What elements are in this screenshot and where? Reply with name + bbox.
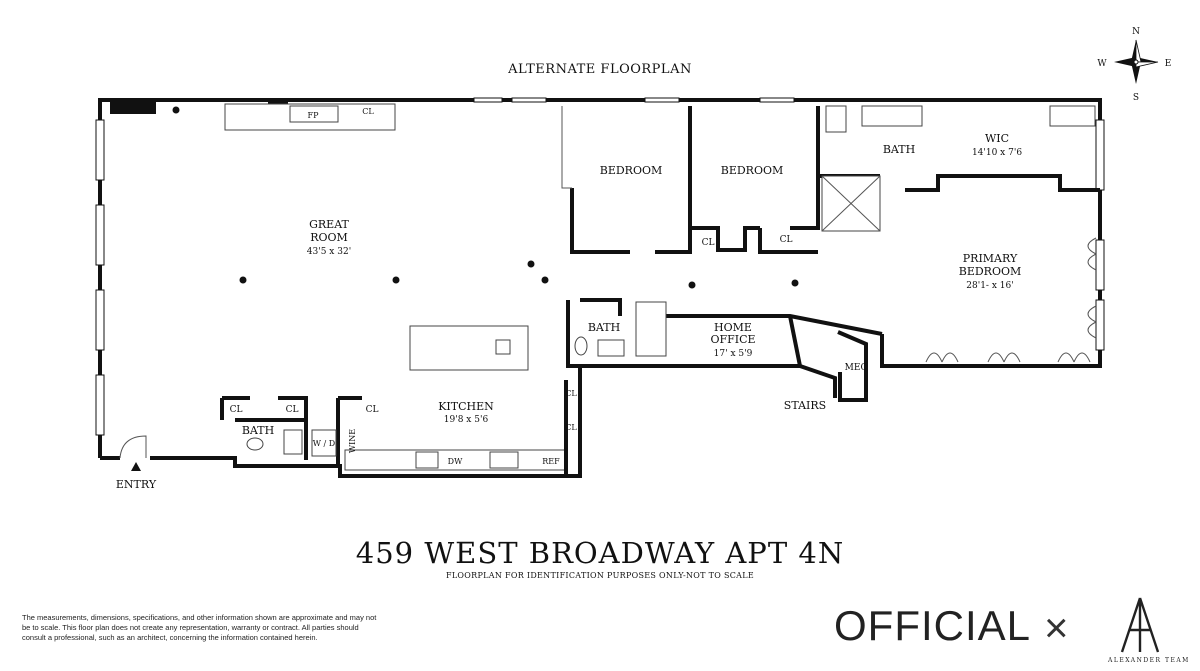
compass-icon: N S E W: [1097, 27, 1171, 103]
cl-label-l1: CL: [230, 405, 243, 415]
great-room-dims: 43'5 x 32': [307, 247, 351, 257]
wic-dims: 14'10 x 7'6: [972, 148, 1022, 158]
primary-bedroom-dims: 28'1- x 16': [966, 281, 1013, 291]
dw-label: DW: [448, 457, 463, 466]
kitchen-label: KITCHEN: [438, 400, 494, 413]
exterior-wall-lower: [100, 364, 837, 478]
exterior-wall: [98, 98, 1102, 458]
home-office-label-2: OFFICE: [710, 333, 755, 346]
bath-top-label: BATH: [883, 143, 915, 156]
cl-label-bed2: CL: [780, 235, 793, 245]
bedroom-2-label: BEDROOM: [721, 164, 784, 177]
bath-low-label: BATH: [242, 424, 274, 437]
brand-official: OFFICIAL: [834, 602, 1032, 649]
kitchen-dims: 19'8 x 5'6: [444, 415, 489, 425]
home-office-dims: 17' x 5'9: [714, 349, 753, 359]
columns: [172, 106, 799, 289]
bath-mid-label: BATH: [588, 321, 620, 334]
primary-bedroom-label-2: BEDROOM: [959, 265, 1022, 278]
compass-e: E: [1165, 59, 1172, 69]
wic-label: WIC: [985, 132, 1009, 145]
logo-name: ALEXANDER TEAM: [1108, 657, 1190, 664]
plan-title: ALTERNATE FLOORPLAN: [508, 62, 692, 77]
fp-label: FP: [308, 111, 320, 120]
cl-label-bed1: CL: [702, 238, 715, 248]
wine-label: WINE: [348, 429, 357, 453]
brand-separator: ×: [1044, 604, 1069, 651]
cl-label-l2: CL: [286, 405, 299, 415]
scale-note: FLOORPLAN FOR IDENTIFICATION PURPOSES ON…: [445, 571, 755, 580]
cl-label-k1: CL: [565, 389, 577, 398]
alexander-team-logo-icon: [1120, 597, 1160, 653]
mec-label: MEC: [845, 363, 868, 373]
home-office-label-1: HOME: [714, 321, 752, 334]
compass-s: S: [1133, 93, 1139, 103]
compass-w: W: [1097, 59, 1107, 69]
cl-label-top: CL: [362, 107, 374, 116]
primary-bedroom-label-1: PRIMARY: [963, 252, 1018, 265]
cl-label-k2: CL: [565, 423, 577, 432]
windows: [95, 97, 1105, 436]
entry-label: ENTRY: [116, 478, 157, 491]
compass-n: N: [1132, 27, 1140, 37]
entry-arrow-icon: [131, 462, 141, 471]
great-room-label-1: GREAT: [309, 218, 349, 231]
address: 459 WEST BROADWAY APT 4N: [355, 536, 845, 570]
great-room-label-2: ROOM: [310, 231, 348, 244]
ref-label: REF: [542, 457, 560, 466]
stairs-label: STAIRS: [784, 399, 826, 412]
wd-label: W / D: [313, 439, 335, 448]
cl-label-l3: CL: [366, 405, 379, 415]
bedroom-1-label: BEDROOM: [600, 164, 663, 177]
disclaimer: The measurements, dimensions, specificat…: [22, 613, 377, 642]
